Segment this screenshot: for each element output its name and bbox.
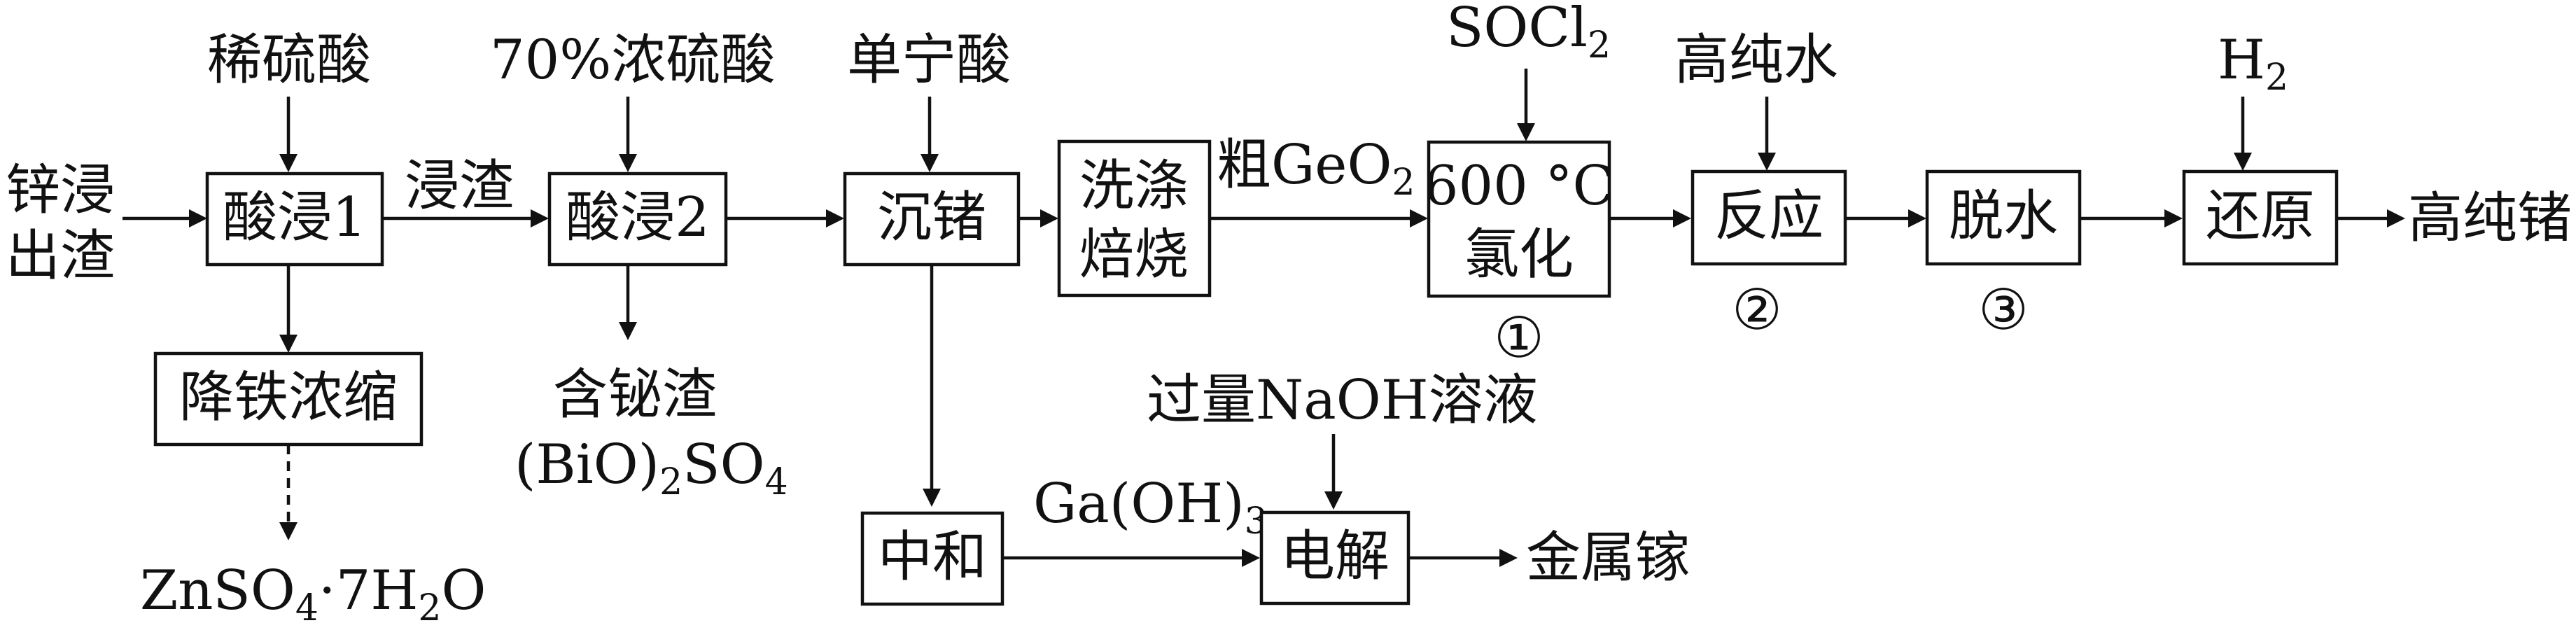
pure-water-arrow (1758, 97, 1776, 171)
chlorination-temp-label: 600 °C (1424, 155, 1614, 218)
feed-label-line1: 锌浸 (6, 159, 115, 222)
to-reduction-arrow (2080, 209, 2183, 227)
to-reaction-arrow (1609, 209, 1691, 227)
biso4-formula-label: (BiO)2SO4 (514, 433, 788, 503)
reaction-label: 反应 (1714, 185, 1823, 248)
to-neutralize-arrow (923, 265, 941, 507)
reduction-box: 还原 (2182, 169, 2339, 266)
naoh-label: 过量NaOH溶液 (1147, 369, 1538, 432)
socl2-label: SOCl2 (1446, 0, 1611, 66)
tannic-acid-label: 单宁酸 (847, 29, 1011, 92)
conc-acid-arrow (619, 97, 637, 172)
gaoh3-label: Ga(OH)3 (1033, 472, 1268, 542)
to-gallium-arrow (1408, 549, 1518, 567)
step-marker-1: ① (1494, 305, 1544, 370)
wash-roast-box: 洗涤 焙烧 (1057, 139, 1212, 298)
h2-arrow (2234, 97, 2252, 171)
acid-leach-2-box: 酸浸2 (547, 172, 728, 267)
crude-geo2-label: 粗GeO2 (1217, 134, 1415, 204)
acid-leach-1-box: 酸浸1 (205, 172, 384, 267)
reduction-label: 还原 (2206, 185, 2315, 248)
electrolysis-box: 电解 (1259, 510, 1410, 606)
acid-leach-2-label: 酸浸2 (566, 186, 710, 249)
leach-residue-label: 浸渣 (405, 155, 514, 218)
electrolysis-label: 电解 (1280, 525, 1390, 588)
tannic-acid-arrow (920, 97, 939, 172)
feed-arrow (122, 209, 207, 227)
gallium-product-label: 金属镓 (1526, 526, 1690, 589)
pure-water-label: 高纯水 (1674, 29, 1838, 92)
gaoh3-arrow (1002, 549, 1260, 567)
neutralize-box: 中和 (860, 511, 1004, 606)
iron-removal-box: 降铁浓缩 (153, 351, 424, 447)
step-marker-2: ② (1732, 277, 1782, 342)
feed-label-line2: 出渣 (6, 225, 115, 288)
ge-precip-box: 沉锗 (843, 172, 1021, 267)
wash-label: 洗涤 (1079, 155, 1189, 218)
neutralize-label: 中和 (878, 526, 987, 589)
leach-residue-arrow (382, 209, 549, 227)
to-znso4-dashed-arrow (279, 444, 298, 540)
acid-leach-1-label: 酸浸1 (223, 186, 367, 249)
dilute-acid-label: 稀硫酸 (207, 29, 371, 92)
to-bi-residue-arrow (619, 265, 637, 340)
chlorination-box: 600 °C 氯化 (1424, 140, 1614, 298)
conc-acid-label: 70%浓硫酸 (490, 29, 775, 92)
reaction-box: 反应 (1690, 169, 1847, 266)
naoh-arrow (1324, 434, 1343, 510)
to-dehydrate-arrow (1845, 209, 1926, 227)
socl2-arrow (1517, 69, 1535, 141)
ge-precip-label: 沉锗 (877, 186, 986, 249)
crude-geo2-arrow (1210, 209, 1428, 227)
to-ge-precip-arrow (726, 209, 844, 227)
chlorination-label: 氯化 (1464, 223, 1574, 286)
step-marker-3: ③ (1978, 277, 2029, 342)
dilute-acid-arrow (279, 97, 298, 172)
iron-removal-label: 降铁浓缩 (179, 366, 398, 429)
to-pure-ge-arrow (2337, 209, 2405, 227)
h2-label: H2 (2218, 29, 2288, 99)
dehydrate-label: 脱水 (1949, 185, 2058, 248)
bi-residue-label: 含铋渣 (553, 363, 717, 426)
roast-label: 焙烧 (1079, 223, 1189, 286)
to-iron-removal-arrow (279, 265, 298, 353)
dehydrate-box: 脱水 (1925, 169, 2082, 266)
pure-ge-product-label: 高纯锗 (2408, 187, 2572, 250)
znso4-product-label: ZnSO4·7H2O (140, 559, 486, 629)
to-wash-arrow (1018, 209, 1058, 227)
